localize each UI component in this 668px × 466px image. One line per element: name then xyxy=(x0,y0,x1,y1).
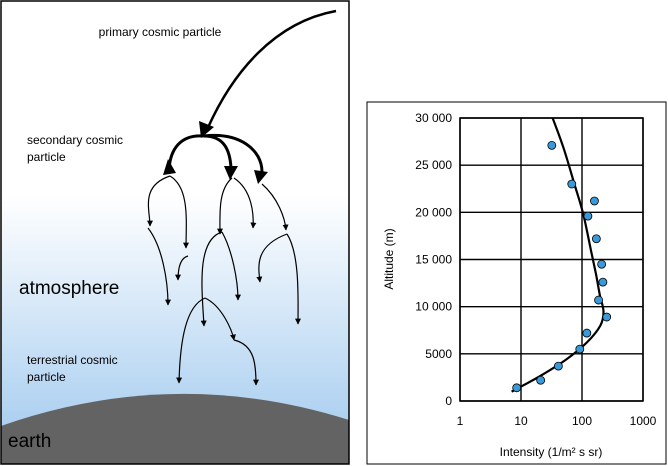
cascade-track xyxy=(216,177,233,235)
plot-area xyxy=(459,117,644,402)
secondary-arrowhead-left-icon xyxy=(163,159,176,175)
cascade-tracks xyxy=(146,175,302,386)
data-points xyxy=(512,140,612,393)
cascade-track xyxy=(169,175,190,249)
secondary-arrowhead-right-icon xyxy=(254,170,268,184)
y-tick-label: 0 xyxy=(445,394,452,408)
primary-arrowhead-icon xyxy=(199,121,214,138)
terrestrial-particle-label-line2: particle xyxy=(27,370,66,384)
atmosphere-label: atmosphere xyxy=(19,278,119,299)
data-point xyxy=(512,383,522,393)
data-point xyxy=(591,234,601,244)
sky-background xyxy=(1,1,349,464)
primary-particle-track xyxy=(204,9,337,133)
earth-surface xyxy=(1,393,349,464)
y-axis-label: Altitude (m) xyxy=(382,228,396,289)
cascade-track xyxy=(261,183,289,231)
data-point xyxy=(567,179,577,189)
data-point xyxy=(594,295,603,305)
cascade-track xyxy=(176,297,206,384)
data-point xyxy=(553,361,563,371)
y-tick-label: 20 000 xyxy=(415,205,452,219)
cascade-track xyxy=(256,233,288,283)
x-tick-label: 10 xyxy=(514,414,528,428)
y-tick-label: 30 000 xyxy=(415,111,452,125)
x-tick-label: 100 xyxy=(572,414,592,428)
data-point xyxy=(547,140,557,150)
chart-frame xyxy=(366,101,667,465)
cascade-track xyxy=(147,227,171,306)
data-point xyxy=(590,196,599,206)
y-tick-label: 5000 xyxy=(425,347,452,361)
primary-particle-label: primary cosmic particle xyxy=(99,25,222,39)
diagram-border xyxy=(0,0,350,465)
secondary-particle-label-line1: secondary cosmic xyxy=(27,133,123,147)
x-axis-label: Intensity (1/m² s sr) xyxy=(500,445,603,459)
cascade-track xyxy=(221,231,241,301)
cascade-track xyxy=(175,255,189,281)
y-tick-labels: 0 5000 10 000 15 000 20 000 25 000 30 000 xyxy=(415,111,452,408)
data-point xyxy=(575,344,585,354)
data-point xyxy=(598,277,608,287)
data-point xyxy=(536,375,546,385)
secondary-particle-label-line2: particle xyxy=(27,150,66,164)
cascade-track xyxy=(200,231,223,327)
cascade-track xyxy=(233,177,257,229)
y-tick-label: 10 000 xyxy=(415,300,452,314)
data-point xyxy=(583,211,593,221)
data-point xyxy=(602,312,612,322)
secondary-arrowhead-middle-icon xyxy=(224,166,238,180)
x-tick-label: 1 xyxy=(457,414,464,428)
y-tick-label: 25 000 xyxy=(415,158,452,172)
cascade-track xyxy=(286,233,302,325)
earth-label: earth xyxy=(8,431,51,452)
data-point xyxy=(597,259,607,269)
atmosphere-diagram: primary cosmic particle secondary cosmic… xyxy=(0,0,350,465)
x-tick-label: 1000 xyxy=(630,414,657,428)
y-tick-label: 15 000 xyxy=(415,253,452,267)
terrestrial-particle-label-line1: terrestrial cosmic xyxy=(27,353,118,367)
cascade-track xyxy=(146,175,171,227)
cascade-track xyxy=(233,339,259,386)
cascade-track xyxy=(204,297,236,341)
data-point xyxy=(582,328,592,338)
secondary-track-right xyxy=(203,133,264,173)
x-tick-labels: 1 10 100 1000 xyxy=(457,414,657,428)
